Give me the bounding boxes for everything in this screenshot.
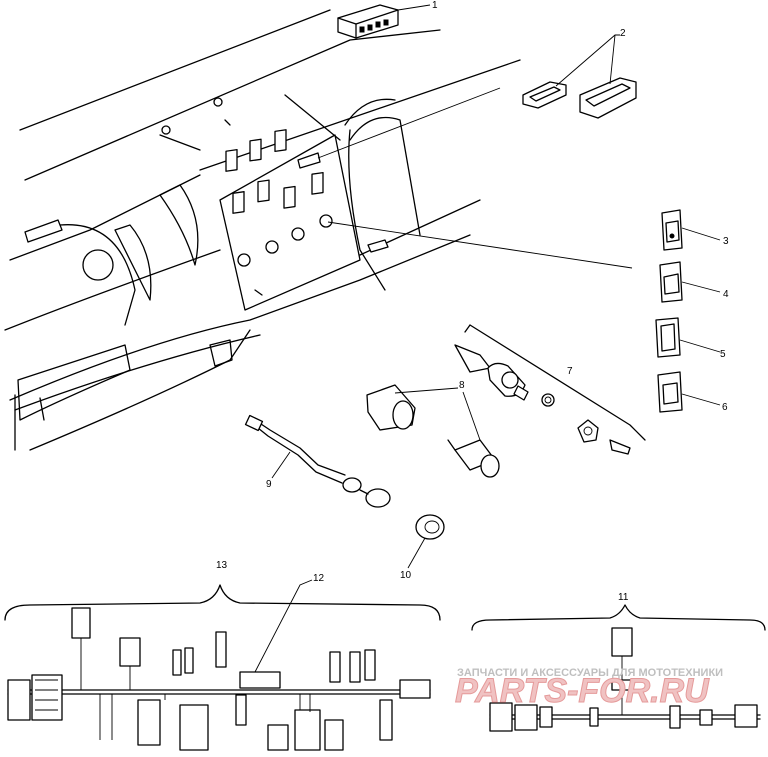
callout-8: 8 bbox=[459, 380, 465, 391]
ignition-switch bbox=[454, 324, 646, 455]
choke-cable bbox=[244, 414, 391, 508]
callout-11: 11 bbox=[618, 592, 629, 603]
watermark-tagline: ЗАПЧАСТИ И АКСЕССУАРЫ ДЛЯ МОТОТЕХНИКИ bbox=[457, 667, 723, 679]
grommet bbox=[415, 514, 445, 540]
callout-7: 7 bbox=[567, 366, 573, 377]
callout-4: 4 bbox=[723, 289, 729, 300]
power-outlet bbox=[366, 384, 500, 478]
callout-1: 1 bbox=[432, 0, 438, 11]
watermark: ЗАПЧАСТИ И АКСЕССУАРЫ ДЛЯ МОТОТЕХНИКИ PA… bbox=[455, 667, 724, 711]
switch-bezels bbox=[522, 77, 637, 119]
callout-10: 10 bbox=[400, 570, 412, 581]
callout-5: 5 bbox=[720, 349, 726, 360]
callout-labels: 1 2 3 4 5 6 7 8 9 10 11 12 13 bbox=[216, 0, 729, 603]
callout-13: 13 bbox=[216, 560, 228, 571]
callout-9: 9 bbox=[266, 479, 272, 490]
connector-block bbox=[337, 4, 399, 39]
watermark-logo: PARTS-FOR.RU bbox=[455, 672, 710, 710]
callout-3: 3 bbox=[723, 236, 729, 247]
sub-wire-harness bbox=[471, 604, 766, 732]
callout-12: 12 bbox=[313, 573, 325, 584]
main-wire-harness bbox=[4, 584, 441, 751]
leader-lines bbox=[254, 4, 721, 673]
callout-6: 6 bbox=[722, 402, 728, 413]
callout-2: 2 bbox=[620, 28, 626, 39]
dashboard-panel bbox=[4, 9, 521, 451]
rocker-switches bbox=[655, 209, 683, 413]
